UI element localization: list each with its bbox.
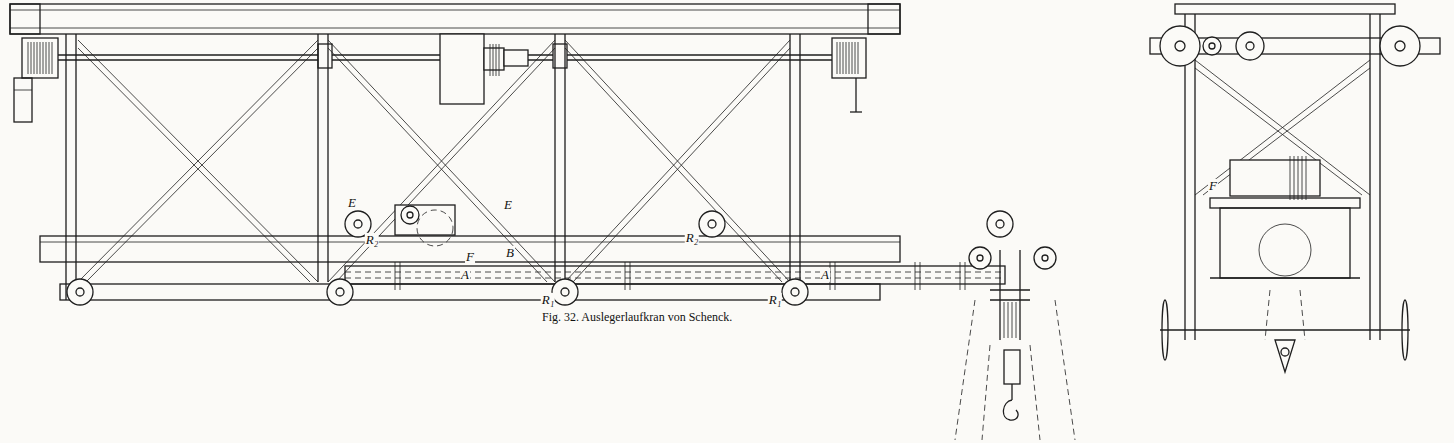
- part-label: E: [503, 198, 513, 212]
- figure-caption: Fig. 32. Auslegerlaufkran von Schenck.: [540, 310, 734, 325]
- part-label: R₂: [685, 231, 699, 245]
- part-label: R₁: [768, 293, 782, 307]
- part-label: B: [505, 246, 515, 260]
- part-label: R₁: [541, 293, 555, 307]
- part-label: R₂: [365, 233, 379, 247]
- part-label: A: [460, 268, 470, 282]
- part-label: F: [1208, 179, 1218, 193]
- part-label: E: [347, 196, 357, 210]
- part-label: F: [465, 250, 475, 264]
- part-label: A: [820, 268, 830, 282]
